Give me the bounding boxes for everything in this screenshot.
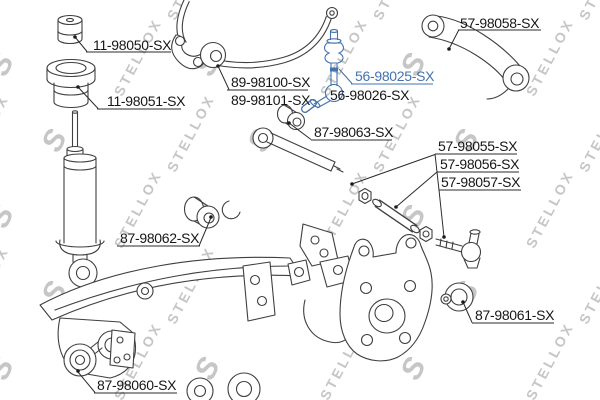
part-strut-mount — [46, 58, 96, 109]
part-label-89-98101-sx[interactable]: 89-98101-SX — [231, 92, 311, 108]
part-label-11-98051-sx[interactable]: 11-98051-SX — [107, 93, 186, 109]
leader-lines — [73, 29, 554, 394]
part-lateral-rod — [252, 127, 372, 205]
part-label-56-98026-sx[interactable]: 56-98026-SX — [330, 87, 410, 103]
part-tie-rod-end — [435, 229, 482, 269]
part-label-57-98057-sx[interactable]: 57-98057-SX — [441, 174, 521, 190]
part-lateral-rod-bushing — [276, 104, 306, 131]
part-label-56-98025-sx-highlighted[interactable]: 56-98025-SX — [355, 68, 435, 84]
part-stabilizer-bushing — [199, 41, 227, 69]
part-arm-bushing-62 — [183, 196, 241, 229]
part-label-57-98056-sx[interactable]: 57-98056-SX — [440, 156, 520, 172]
labels: 11-98050-SX 11-98051-SX 89-98100-SX 89-9… — [93, 15, 555, 393]
part-label-87-98063-sx[interactable]: 87-98063-SX — [314, 124, 394, 140]
part-knuckle-bushing-61 — [440, 282, 474, 312]
part-knuckle — [299, 223, 433, 362]
part-stabilizer-link-highlighted[interactable] — [301, 29, 344, 113]
part-upper-control-arm — [421, 14, 530, 100]
part-rod-sleeve — [372, 198, 433, 243]
part-label-89-98100-sx[interactable]: 89-98100-SX — [231, 74, 311, 90]
part-label-57-98055-sx[interactable]: 57-98055-SX — [438, 138, 518, 154]
part-bracket-bushing-60 — [63, 341, 103, 377]
part-label-57-98058-sx[interactable]: 57-98058-SX — [460, 15, 540, 31]
part-bump-stop — [57, 14, 83, 45]
part-label-87-98061-sx[interactable]: 87-98061-SX — [475, 307, 555, 323]
part-shock-absorber — [55, 110, 105, 288]
part-label-87-98060-sx[interactable]: 87-98060-SX — [97, 377, 177, 393]
part-stabilizer-clamp — [171, 34, 206, 70]
part-label-87-98062-sx[interactable]: 87-98062-SX — [120, 230, 200, 246]
part-label-11-98050-sx[interactable]: 11-98050-SX — [93, 37, 172, 53]
link-attach-point — [330, 67, 338, 72]
